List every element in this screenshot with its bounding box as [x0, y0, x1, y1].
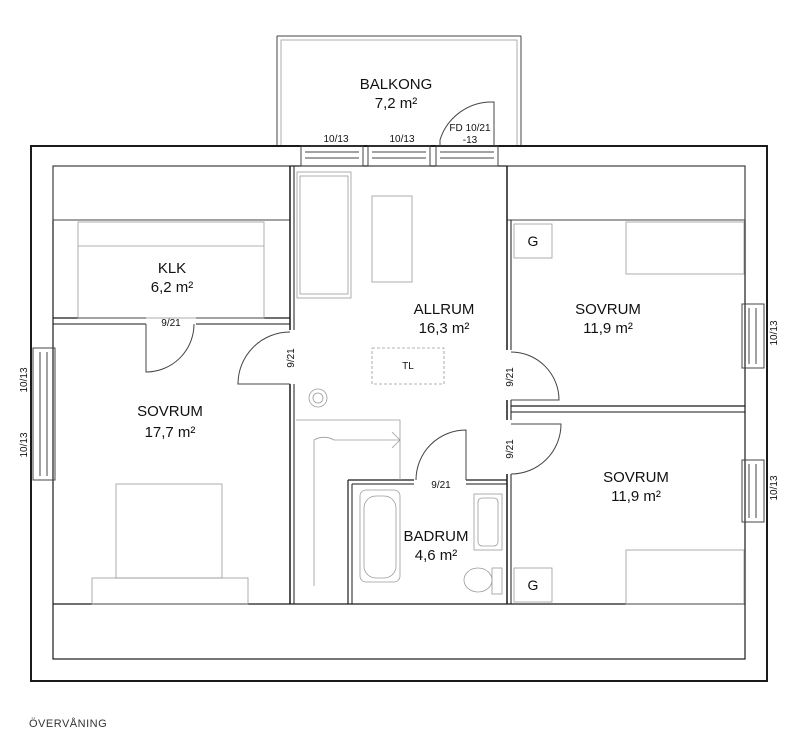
door-klk-label: 9/21: [161, 318, 181, 329]
allrum-area: 16,3 m²: [419, 320, 470, 337]
east-windows: [741, 303, 765, 523]
sovrum-ne-name: SOVRUM: [575, 301, 641, 318]
floor-label: ÖVERVÅNING: [29, 718, 108, 730]
doors: [145, 323, 562, 481]
klk-area: 6,2 m²: [151, 279, 194, 296]
window-east-2-label: 10/13: [769, 475, 780, 500]
badrum-area: 4,6 m²: [415, 547, 458, 564]
sovrum-se-area: 11,9 m²: [611, 488, 661, 505]
window-balcony-1-label: 10/13: [323, 134, 348, 145]
window-balcony-2-label: 10/13: [389, 134, 414, 145]
badrum-name: BADRUM: [403, 528, 468, 545]
balcony-windows: [300, 101, 499, 167]
sovrum-w-area: 17,7 m²: [145, 424, 196, 441]
sovrum-se-name: SOVRUM: [603, 469, 669, 486]
window-west-2-label: 10/13: [19, 432, 30, 457]
g-top-label: G: [528, 233, 539, 249]
west-windows: [32, 347, 56, 481]
door-badrum-label: 9/21: [431, 480, 451, 491]
balcony-door-label-2: -13: [463, 135, 478, 146]
balkong-area: 7,2 m²: [375, 95, 418, 112]
window-west-1-label: 10/13: [19, 367, 30, 392]
interior-walls: [53, 166, 745, 604]
balkong-name: BALKONG: [360, 76, 433, 93]
sovrum-ne-area: 11,9 m²: [583, 320, 633, 337]
klk-name: KLK: [158, 260, 186, 277]
tl-label: TL: [402, 361, 414, 372]
door-allrum-w-label: 9/21: [286, 348, 297, 368]
balcony-door-label-1: FD 10/21: [449, 123, 491, 134]
door-sovrum-se-label: 9/21: [505, 439, 516, 459]
g-bottom-label: G: [528, 577, 539, 593]
allrum-name: ALLRUM: [414, 301, 475, 318]
sovrum-w-name: SOVRUM: [137, 403, 203, 420]
door-sovrum-ne-label: 9/21: [505, 367, 516, 387]
eave-top-right: [506, 165, 746, 221]
window-east-1-label: 10/13: [769, 320, 780, 345]
furniture: [77, 171, 745, 605]
eave-top-left: [52, 165, 291, 221]
